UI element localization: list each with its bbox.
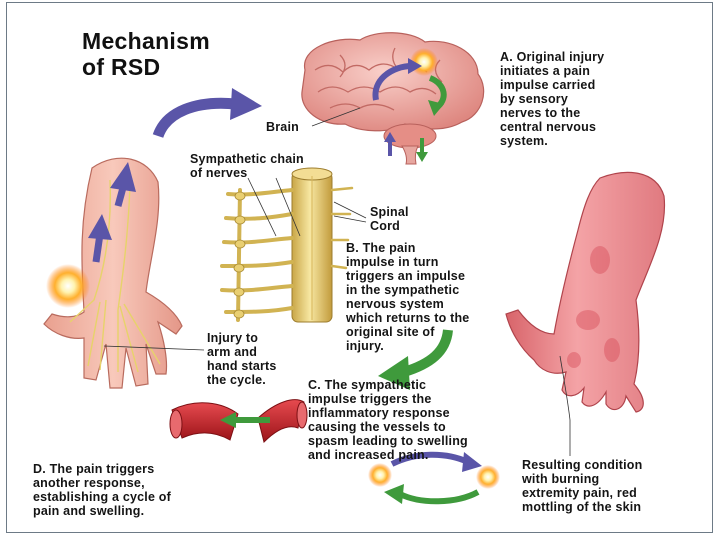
- step-b-text: B. The pain impulse in turn triggers an …: [346, 241, 469, 353]
- step-a-line-6: central nervous: [500, 120, 597, 134]
- injury-line-2: arm and: [207, 345, 258, 359]
- cycle-arrows-icon: [368, 451, 500, 505]
- step-d-line-3: establishing a cycle of: [33, 490, 171, 504]
- step-b-line-7: original site of: [346, 325, 435, 339]
- arrow-to-brain: [152, 88, 262, 139]
- step-a-line-7: system.: [500, 134, 548, 148]
- inflamed-hand-illustration: [505, 171, 666, 456]
- step-a-line-3: impulse carried: [500, 78, 596, 92]
- resulting-condition-label: Resulting condition with burning extremi…: [522, 458, 642, 514]
- step-a-line-4: by sensory: [500, 92, 569, 106]
- step-c-line-3: inflammatory response: [308, 406, 450, 420]
- resulting-line-3: extremity pain, red: [522, 486, 637, 500]
- step-b-line-6: which returns to the: [346, 311, 470, 325]
- sympathetic-chain-label: Sympathetic chain of nerves: [190, 152, 304, 180]
- step-d-line-1: D. The pain triggers: [33, 462, 155, 476]
- step-d-line-4: pain and swelling.: [33, 504, 145, 518]
- step-b-line-3: triggers an impulse: [346, 269, 466, 283]
- resulting-line-1: Resulting condition: [522, 458, 643, 472]
- injury-line-4: the cycle.: [207, 373, 266, 387]
- step-a-text: A. Original injury initiates a pain impu…: [500, 50, 604, 148]
- step-d-text: D. The pain triggers another response, e…: [33, 462, 171, 518]
- step-b-line-2: impulse in turn: [346, 255, 439, 269]
- injury-label: Injury to arm and hand starts the cycle.: [207, 331, 277, 387]
- brain-illustration: [301, 32, 485, 165]
- step-c-text: C. The sympathetic impulse triggers the …: [308, 378, 468, 462]
- injured-arm-illustration: [43, 157, 205, 389]
- sympathetic-chain-line-1: Sympathetic chain: [190, 152, 304, 166]
- spinal-cord-label: Spinal Cord: [370, 205, 409, 233]
- step-a-line-5: nerves to the: [500, 106, 581, 120]
- step-b-line-8: injury.: [346, 339, 384, 353]
- step-b-line-4: in the sympathetic: [346, 283, 460, 297]
- step-c-line-6: and increased pain.: [308, 448, 429, 462]
- title-line-1: Mechanism: [82, 28, 210, 54]
- step-b-line-5: nervous system: [346, 297, 444, 311]
- resulting-line-2: with burning: [522, 472, 600, 486]
- spinal-cord-illustration: [220, 167, 367, 323]
- step-b-line-1: B. The pain: [346, 241, 416, 255]
- resulting-line-4: mottling of the skin: [522, 500, 642, 514]
- step-a-line-2: initiates a pain: [500, 64, 591, 78]
- title-line-2: of RSD: [82, 54, 161, 80]
- spinal-cord-line-2: Cord: [370, 219, 400, 233]
- brain-label: Brain: [266, 120, 299, 134]
- spinal-cord-line-1: Spinal: [370, 205, 409, 219]
- step-c-line-2: impulse triggers the: [308, 392, 432, 406]
- arrow-to-injury-site: [378, 329, 453, 390]
- step-c-line-1: C. The sympathetic: [308, 378, 427, 392]
- diagram-title: Mechanism of RSD: [82, 28, 210, 80]
- blood-vessel-illustration: [169, 399, 308, 443]
- step-c-line-4: causing the vessels to: [308, 420, 446, 434]
- step-c-line-5: spasm leading to swelling: [308, 434, 468, 448]
- sympathetic-chain-line-2: of nerves: [190, 166, 248, 180]
- step-a-line-1: A. Original injury: [500, 50, 605, 64]
- step-d-line-2: another response,: [33, 476, 145, 490]
- injury-line-3: hand starts: [207, 359, 277, 373]
- injury-line-1: Injury to: [207, 331, 259, 345]
